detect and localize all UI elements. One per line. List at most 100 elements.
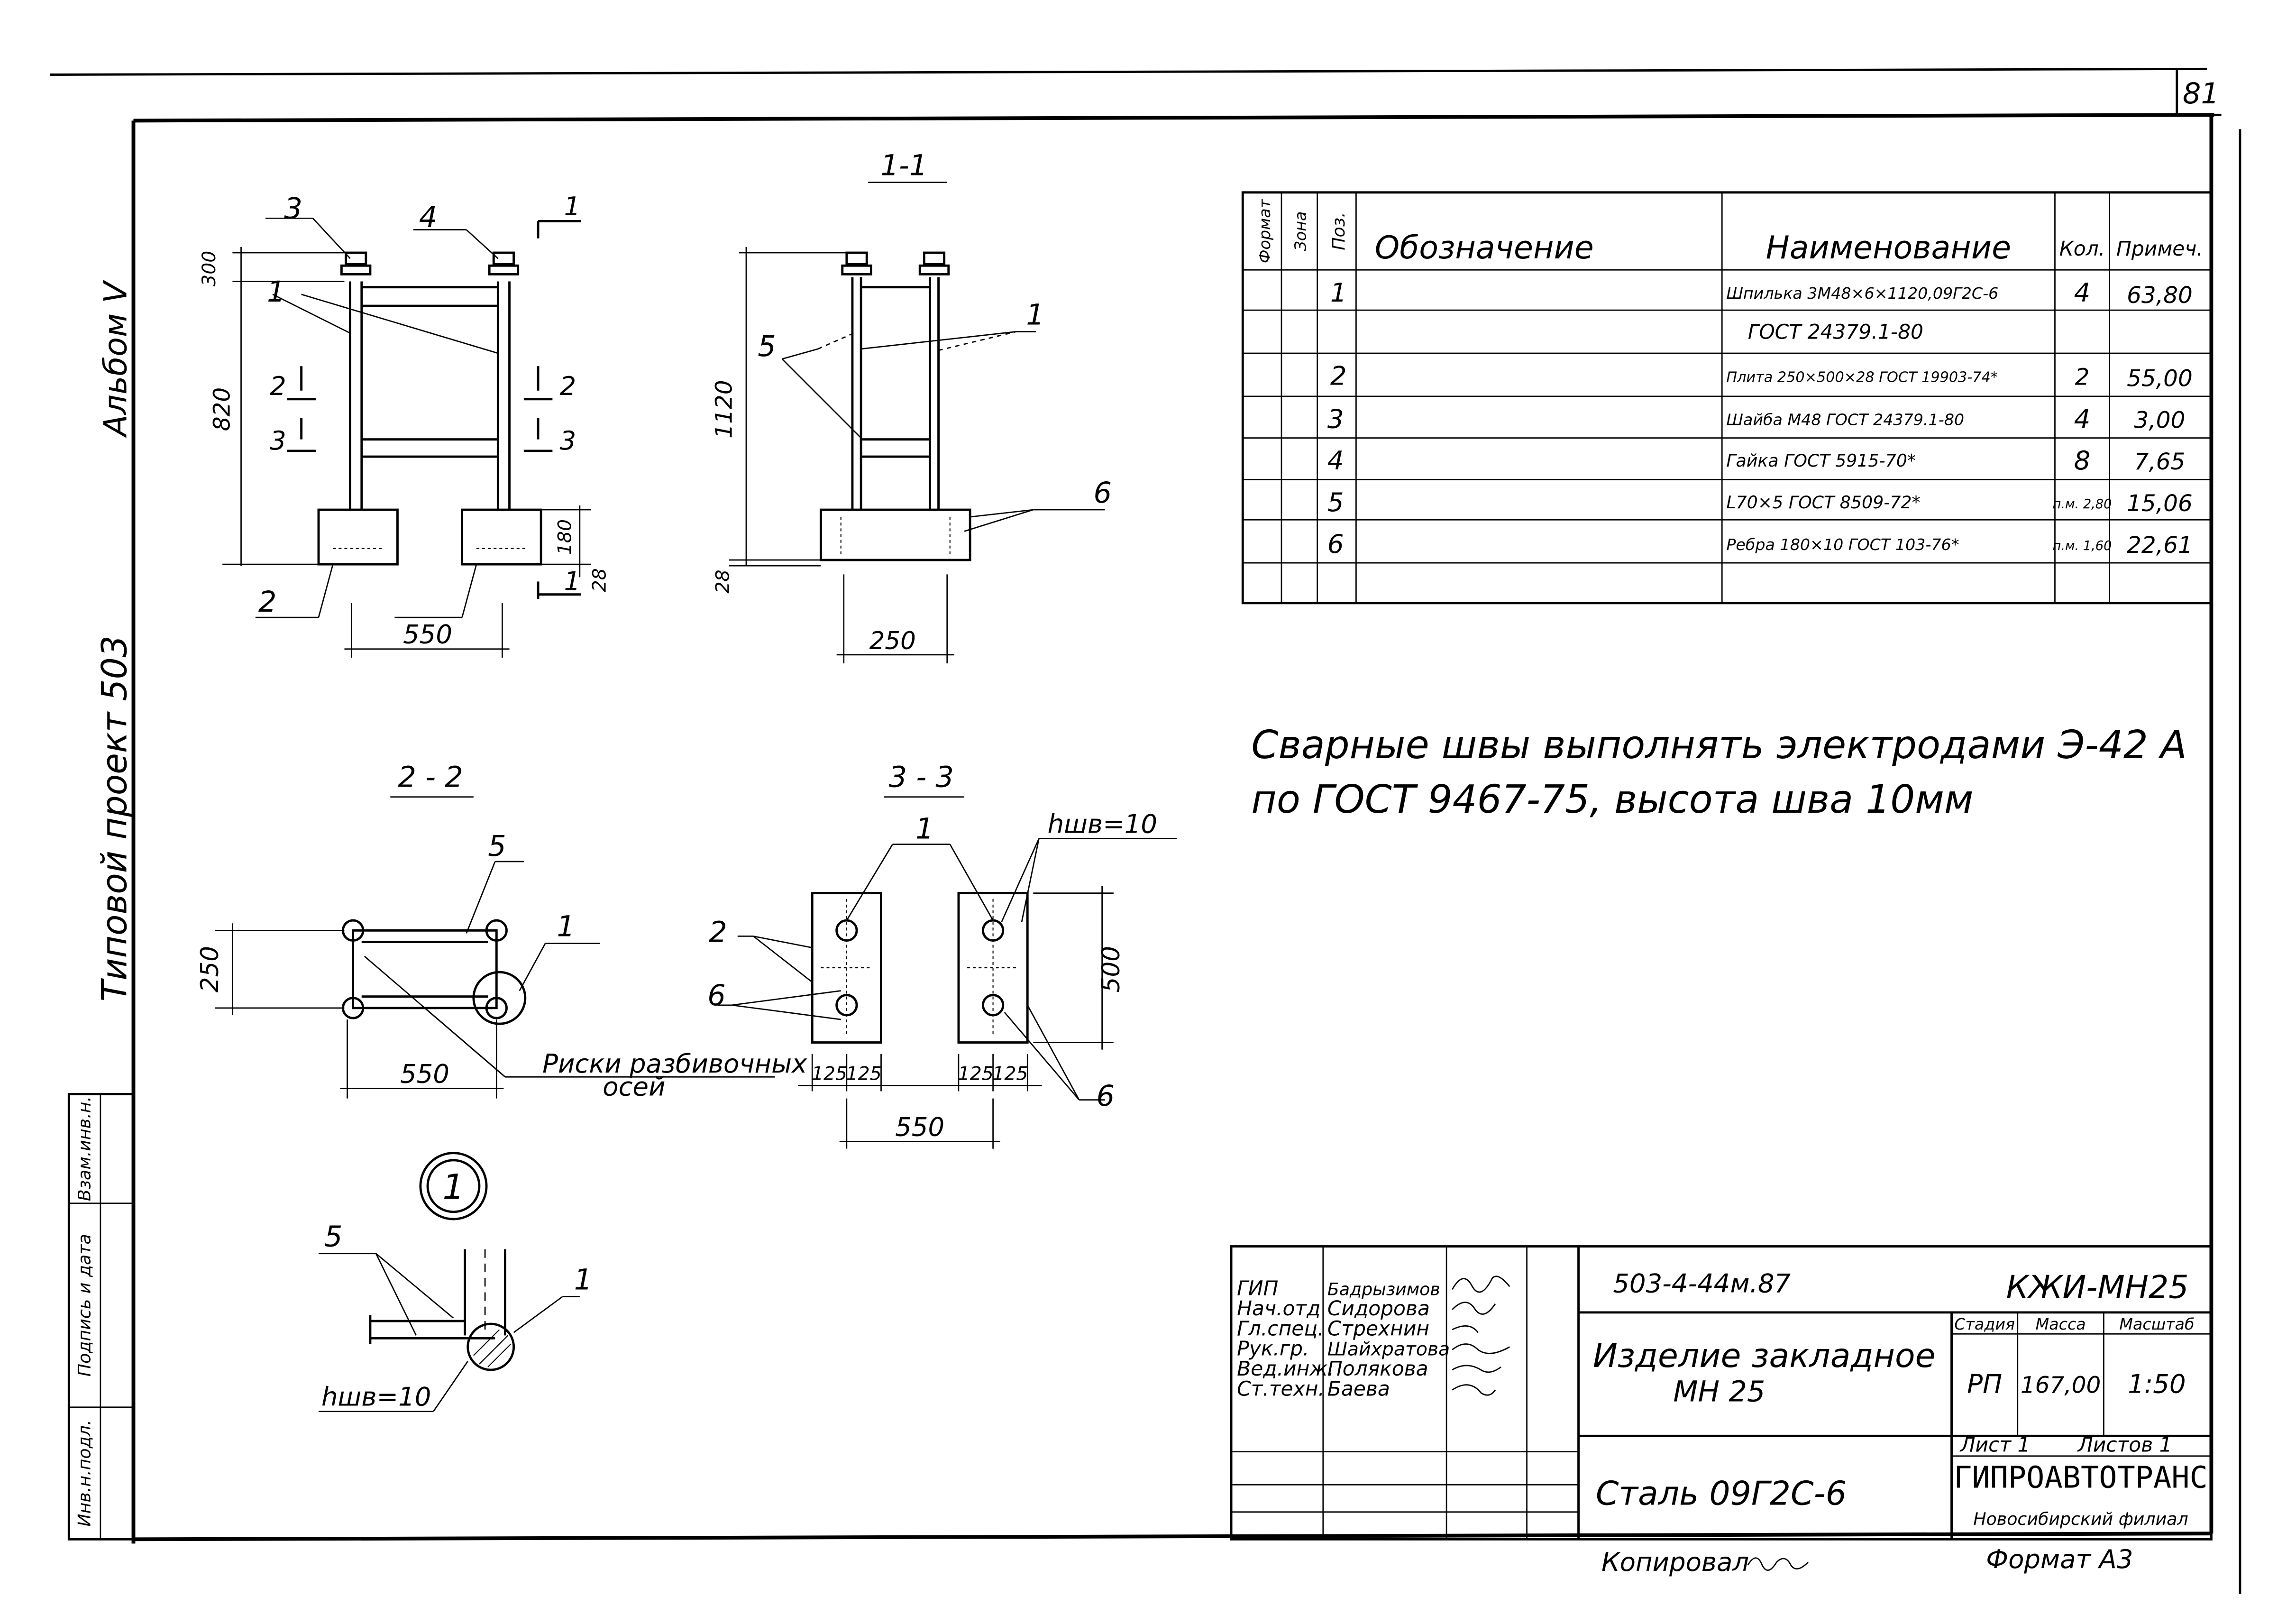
signature-scribbles <box>1452 1275 1510 1396</box>
dim-125-d: 125 <box>992 1063 1028 1084</box>
sheet-number: Лист 1 <box>1959 1433 2031 1457</box>
main-label-1: 1 <box>267 275 285 309</box>
section-2-2-title: 2 - 2 <box>398 761 463 794</box>
spec-row-5-note: 15,06 <box>2127 490 2193 517</box>
main-label-2: 2 <box>258 586 277 619</box>
dim-550-main: 550 <box>403 619 452 650</box>
left-margin: Альбом V Типовой проект 503 Инв.н.подл. … <box>67 280 135 1541</box>
stage-header: Стадия <box>1954 1315 2015 1333</box>
branch: Новосибирский филиал <box>1973 1509 2188 1529</box>
spec-header-qty: Кол. <box>2059 237 2105 260</box>
dim-550-s33: 550 <box>895 1111 944 1142</box>
title-block: ГИП Бадрызимов Нач.отд Сидорова Гл.спец.… <box>1230 1245 2213 1577</box>
s22-label-5: 5 <box>488 830 506 863</box>
spec-row-3-note: 3,00 <box>2134 407 2186 433</box>
spec-row-1-note: 63,80 <box>2127 282 2193 309</box>
spec-row-2-pos: 2 <box>1330 361 1347 391</box>
stamp-vzam-inv: Взам.инв.н. <box>74 1096 95 1201</box>
organization: ГИПРОАВТОТРАНС <box>1954 1459 2208 1495</box>
d1-label-5: 5 <box>324 1220 343 1254</box>
spec-row-3-qty: 4 <box>2074 404 2091 434</box>
staff-role-1: ГИП <box>1237 1277 1278 1300</box>
s33-label-6-left: 6 <box>707 979 726 1012</box>
spec-row-2-qty: 2 <box>2075 364 2090 391</box>
spec-header-pos: Поз. <box>1328 212 1349 250</box>
s11-label-1: 1 <box>1026 298 1044 331</box>
project-label: Типовой проект 503 <box>95 635 135 1001</box>
spec-header-zone: Зона <box>1291 211 1309 251</box>
spec-row-5-name: L70×5 ГОСТ 8509-72* <box>1726 492 1920 513</box>
spec-row-4-name: Гайка ГОСТ 5915-70* <box>1726 450 1916 471</box>
mass-value: 167,00 <box>2021 1372 2101 1398</box>
dim-820: 820 <box>209 387 235 431</box>
d1-weld-label: hшв=10 <box>321 1382 431 1412</box>
doc-code: 503-4-44м.87 <box>1613 1268 1791 1298</box>
dim-125-c: 125 <box>958 1063 994 1084</box>
spec-header-designation: Обозначение <box>1375 229 1594 266</box>
scale-header: Масштаб <box>2119 1315 2194 1333</box>
section-3-3-view: 3 - 3 <box>707 761 1177 1149</box>
spec-row-1b-name: ГОСТ 24379.1-80 <box>1748 321 1923 344</box>
sheets-total: Листов 1 <box>2077 1433 2172 1457</box>
main-elevation-view: 3 4 1 1 2 3 2 3 2 1 300 820 550 180 28 <box>198 191 610 658</box>
main-section-2-right: 2 <box>559 371 576 401</box>
staff-role-5: Вед.инж. <box>1237 1357 1334 1380</box>
object-name-line-2: МН 25 <box>1673 1376 1765 1409</box>
section-1-1-view: 1-1 5 1 6 1120 <box>711 149 1112 664</box>
spec-row-2-name: Плита 250×500×28 ГОСТ 19903-74* <box>1726 369 1998 386</box>
copied-signature <box>1747 1557 1809 1571</box>
main-section-mark-1-bottom: 1 <box>564 566 581 596</box>
spec-row-1-pos: 1 <box>1330 277 1347 308</box>
staff-name-1: Бадрызимов <box>1327 1279 1440 1300</box>
staff-name-2: Сидорова <box>1327 1297 1430 1320</box>
staff-role-4: Рук.гр. <box>1237 1337 1309 1360</box>
staff-role-6: Ст.техн. <box>1237 1377 1325 1400</box>
dim-300: 300 <box>198 251 220 286</box>
staff-name-3: Стрехнин <box>1327 1317 1429 1340</box>
spec-header-note: Примеч. <box>2116 237 2203 260</box>
staff-name-4: Шайхратова <box>1327 1339 1450 1360</box>
spec-header-format: Формат <box>1255 198 1274 263</box>
staff-name-6: Баева <box>1327 1377 1390 1400</box>
welding-note: Сварные швы выполнять электродами Э-42 А… <box>1251 723 2186 822</box>
specification-table: Формат Зона Поз. Обозначение Наименовани… <box>1241 191 2213 605</box>
spec-row-1-name: Шпилька 3М48×6×1120,09Г2С-6 <box>1726 284 1998 303</box>
doc-mark: КЖИ-МН25 <box>2006 1269 2189 1306</box>
spec-row-4-pos: 4 <box>1327 445 1344 476</box>
s33-label-2: 2 <box>709 916 727 949</box>
detail-1-view: 1 5 1 hшв=10 <box>318 1152 592 1413</box>
stamp-sign-date: Подпись и дата <box>74 1234 95 1376</box>
section-1-1-title: 1-1 <box>880 149 927 182</box>
mass-header: Масса <box>2036 1315 2086 1333</box>
material: Сталь 09Г2С-6 <box>1596 1475 1847 1513</box>
dim-250-s22: 250 <box>196 946 224 992</box>
stage-value: РП <box>1967 1368 2002 1399</box>
dim-28-s11: 28 <box>712 569 734 593</box>
object-name-line-1: Изделие закладное <box>1593 1337 1936 1375</box>
main-label-3: 3 <box>284 192 302 225</box>
page-number: 81 <box>2183 77 2219 110</box>
staff-name-5: Полякова <box>1327 1357 1428 1380</box>
main-section-2-left: 2 <box>270 371 286 401</box>
section-3-3-title: 3 - 3 <box>889 761 954 794</box>
spec-row-1-qty: 4 <box>2074 277 2091 308</box>
dim-500: 500 <box>1097 946 1125 992</box>
spec-row-6-note: 22,61 <box>2127 532 2193 559</box>
s33-label-6-right: 6 <box>1097 1080 1115 1113</box>
dim-1120: 1120 <box>711 380 738 438</box>
main-label-4: 4 <box>419 201 438 234</box>
spec-row-5-pos: 5 <box>1327 487 1344 517</box>
staff-role-2: Нач.отд <box>1237 1297 1320 1320</box>
s22-note-line-2: осей <box>603 1072 665 1102</box>
spec-row-6-name: Ребра 180×10 ГОСТ 103-76* <box>1726 535 1959 554</box>
spec-row-2-note: 55,00 <box>2127 366 2193 392</box>
welding-note-line-1: Сварные швы выполнять электродами Э-42 А <box>1251 723 2186 768</box>
scale-value: 1:50 <box>2128 1368 2186 1399</box>
dim-125-a: 125 <box>812 1063 847 1084</box>
s22-note-line-1: Риски разбивочных <box>542 1048 807 1079</box>
dim-28-main: 28 <box>588 568 610 592</box>
detail-1-mark: 1 <box>442 1168 464 1208</box>
copied-by: Копировал <box>1601 1547 1749 1577</box>
dim-250-s11: 250 <box>869 627 916 655</box>
